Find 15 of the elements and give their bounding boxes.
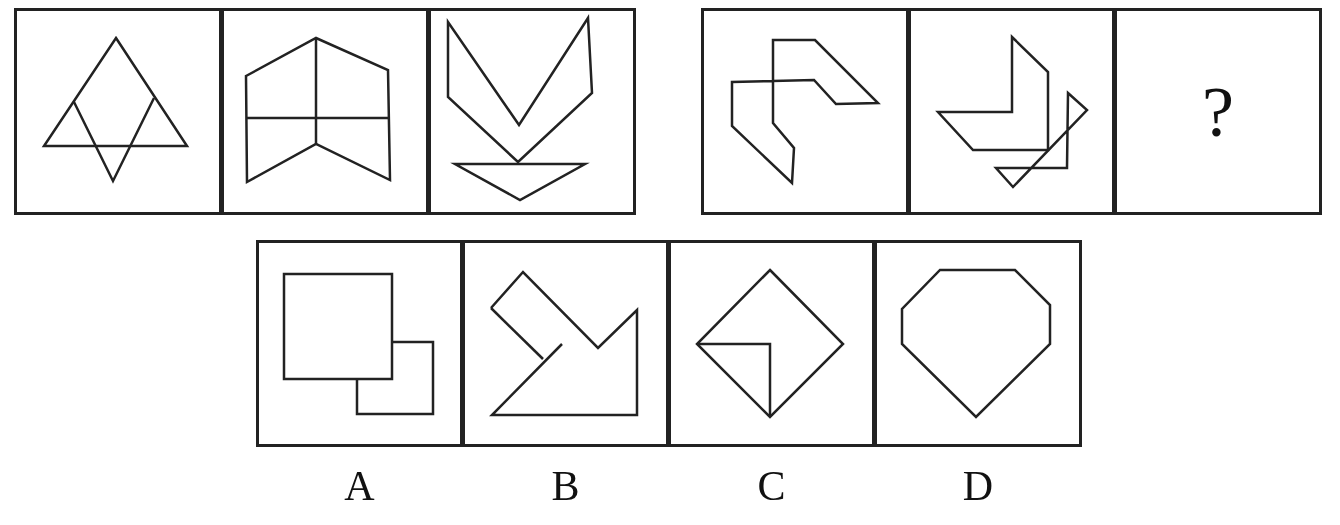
puzzle-cell [428,8,636,215]
puzzle-cell [908,8,1115,215]
option-cell [668,240,875,447]
option-cell [874,240,1082,447]
option-cell [462,240,669,447]
question-mark: ? [1202,75,1234,148]
option-letter: B [551,465,580,507]
puzzle-cell [221,8,429,215]
option-cell [256,240,463,447]
option-letter: C [757,465,786,507]
puzzle-cell [1114,8,1322,215]
puzzle-cell [701,8,909,215]
option-letter: D [962,465,994,507]
option-letter: A [344,465,375,507]
puzzle-cell [14,8,222,215]
